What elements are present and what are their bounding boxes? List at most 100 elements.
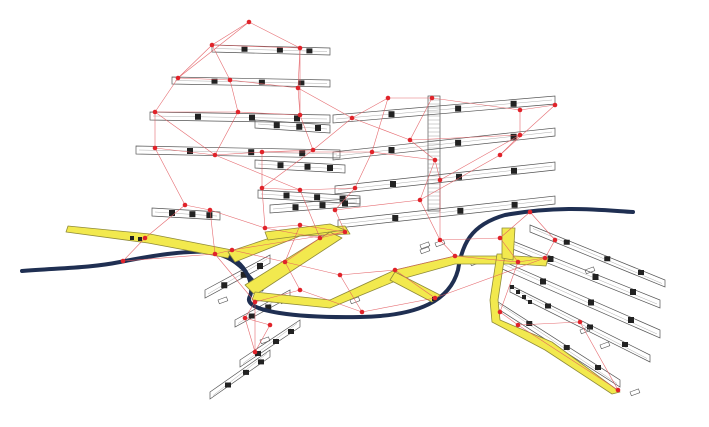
floor-plate [332,127,556,161]
node-point [497,152,503,158]
floor-plate [209,349,271,400]
floor-plate-block [622,342,628,347]
connection-line [519,104,556,111]
floor-plate-block [628,317,634,323]
node-point [352,185,358,191]
node-point [517,107,523,113]
node-point [297,287,303,293]
detail-fragment [419,246,431,255]
node-point [515,259,521,265]
floor-plate-block [243,369,249,375]
connection-line [297,87,301,116]
node-point [229,247,235,253]
walkway [65,225,233,259]
connection-line [122,253,216,262]
floor-plate [269,197,361,214]
node-point [342,229,348,235]
floor-plate-block [211,78,218,84]
connection-line [299,289,363,313]
connection-line [209,209,266,229]
floor-plate-block [388,147,395,153]
connection-line [419,159,436,201]
walkway [244,231,343,296]
node-point [515,322,521,328]
node-point [235,109,241,115]
node-point [437,237,443,243]
connection-line [312,117,353,151]
connection-line [184,204,211,211]
connection-line [297,47,301,89]
connection-line [409,97,433,141]
connection-line [334,199,421,211]
connection-line [409,139,436,161]
floor-plate-block [273,122,280,129]
connection-line [177,21,250,79]
connection-line [334,209,346,233]
connection-line [319,231,346,239]
node-point [429,95,435,101]
node-point [552,102,558,108]
node-point [252,349,258,355]
connection-line [499,311,519,326]
floor-plate-block [547,256,554,262]
floor-plate [529,224,666,288]
connection-line [284,237,321,263]
connection-line [177,44,213,79]
red-node-points [120,19,621,393]
river [20,207,635,320]
connection-line [517,324,619,391]
node-point [259,185,265,191]
floor-plate-block [276,47,283,53]
detail-fragment [419,241,431,250]
connection-line [354,151,373,189]
node-point [209,42,215,48]
node-point [359,309,365,315]
floor-plate [254,119,331,134]
floor-plate-block [257,263,263,269]
connection-line [394,269,436,299]
walkway-marker [516,290,520,294]
node-point [297,187,303,193]
connection-line [244,317,256,353]
floor-plate-block [265,304,272,310]
node-point [259,149,265,155]
connection-line [254,324,271,353]
floor-plate-block [511,167,517,174]
connection-line [154,111,216,156]
connection-line [371,151,436,161]
connection-line [454,255,519,263]
floor-plate-block [206,212,213,219]
connection-line [211,21,250,46]
floor-plate-inner-line [497,303,618,384]
connection-line [211,44,301,49]
node-point [432,157,438,163]
node-point [142,235,148,241]
floor-plate-block [390,181,396,187]
node-point [246,19,252,25]
floor-plate-block [587,324,593,330]
floor-plate-inner-line [337,165,553,191]
floor-plate-block [304,163,311,170]
floor-plate-block [526,321,533,326]
floor-plate-block [457,207,464,214]
floor-plate-block [595,365,601,370]
detail-fragment [629,388,641,397]
floor-plate-block [169,210,175,216]
detail-fragment [599,341,611,350]
floor-plate [254,159,346,174]
floor-plate-block [221,282,228,289]
floor-plate-block [540,278,546,285]
node-point [615,387,621,393]
floor-plate-block [511,201,518,208]
floor-plate [334,161,556,195]
connection-line [284,224,301,263]
connection-line [297,87,353,119]
connection-line [214,253,256,303]
node-point [349,115,355,121]
connection-line [122,237,146,262]
connection-line [361,297,436,313]
floor-plate [509,284,651,363]
node-point [452,253,458,259]
floor-plate-block [288,329,294,334]
